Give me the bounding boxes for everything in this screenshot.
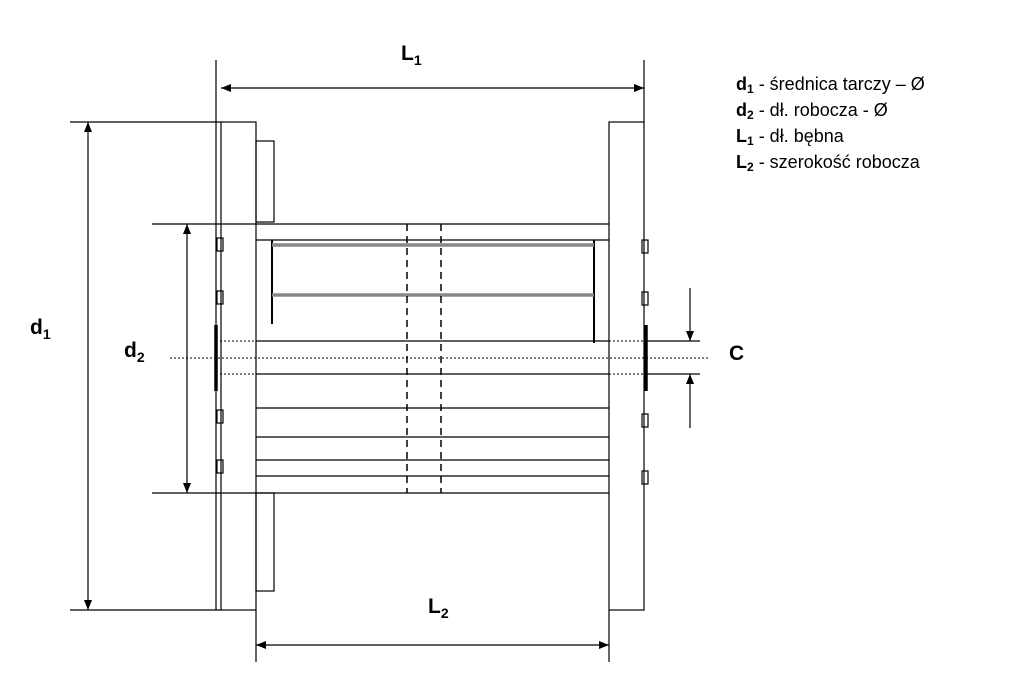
left-flange xyxy=(220,121,257,611)
bolt xyxy=(216,237,224,252)
bolt xyxy=(216,459,224,474)
legend-item-d2: d2 - dł. robocza - Ø xyxy=(736,100,888,122)
left-hub xyxy=(255,140,275,223)
bolt xyxy=(641,413,649,428)
left-hub-lower xyxy=(255,492,275,592)
bolt xyxy=(216,409,224,424)
label-C: C xyxy=(729,342,744,365)
label-L1: L1 xyxy=(401,42,422,68)
legend: d1 - średnica tarczy – Ø d2 - dł. robocz… xyxy=(736,74,925,178)
legend-item-L1: L1 - dł. bębna xyxy=(736,126,844,148)
right-flange xyxy=(608,121,645,611)
bolt xyxy=(641,291,649,306)
legend-item-d1: d1 - średnica tarczy – Ø xyxy=(736,74,925,96)
bolt xyxy=(641,470,649,485)
bolt xyxy=(216,290,224,305)
label-L2: L2 xyxy=(428,595,449,621)
label-d2: d2 xyxy=(124,339,145,365)
legend-item-L2: L2 - szerokość robocza xyxy=(736,152,920,174)
bolt xyxy=(641,239,649,254)
label-d1: d1 xyxy=(30,316,51,342)
